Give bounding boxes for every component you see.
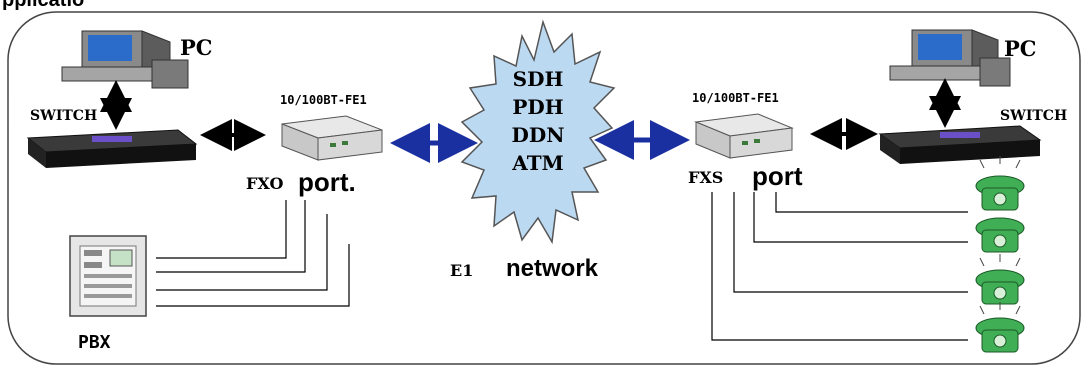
cloud-line-3: DDN [512, 123, 565, 147]
title-fragment: pplicatio [2, 0, 84, 11]
port-label-left: port. [298, 167, 356, 197]
converter-icon-left [281, 115, 383, 161]
cloud-line-1: SDH [513, 67, 564, 91]
pbx-label: PBX [78, 332, 111, 353]
cloud-line-4: ATM [511, 151, 563, 175]
phone-icon-1 [975, 156, 1025, 211]
cloud-line-2: PDH [512, 95, 563, 119]
switch-icon-right [878, 125, 1042, 164]
pc-label-left: PC [180, 35, 213, 60]
switch-label-right: SWITCH [1000, 108, 1067, 124]
network-caption: network [506, 255, 599, 282]
converter-model-left: 10/100BT-FE1 [280, 93, 367, 107]
phone-icon-3 [975, 254, 1025, 305]
pc-icon-left [61, 30, 189, 89]
converter-model-right: 10/100BT-FE1 [692, 91, 779, 105]
pc-label-right: PC [1004, 36, 1037, 61]
port-prefix-right: FXS [688, 168, 723, 187]
port-prefix-left: FXO [246, 174, 283, 193]
port-label-right: port [752, 161, 803, 191]
fxo-trunk-lines [156, 200, 350, 307]
fxs-phone-lines [711, 192, 968, 341]
pbx-icon [69, 235, 147, 317]
converter-icon-right [694, 113, 794, 159]
network-caption-prefix: E1 [450, 261, 473, 280]
switch-icon-left [26, 129, 198, 168]
network-cloud [460, 19, 616, 245]
phone-icon-2 [975, 217, 1025, 253]
switch-label-left: SWITCH [30, 108, 97, 124]
pc-icon-right [889, 29, 1011, 87]
phone-icon-4 [975, 302, 1025, 353]
